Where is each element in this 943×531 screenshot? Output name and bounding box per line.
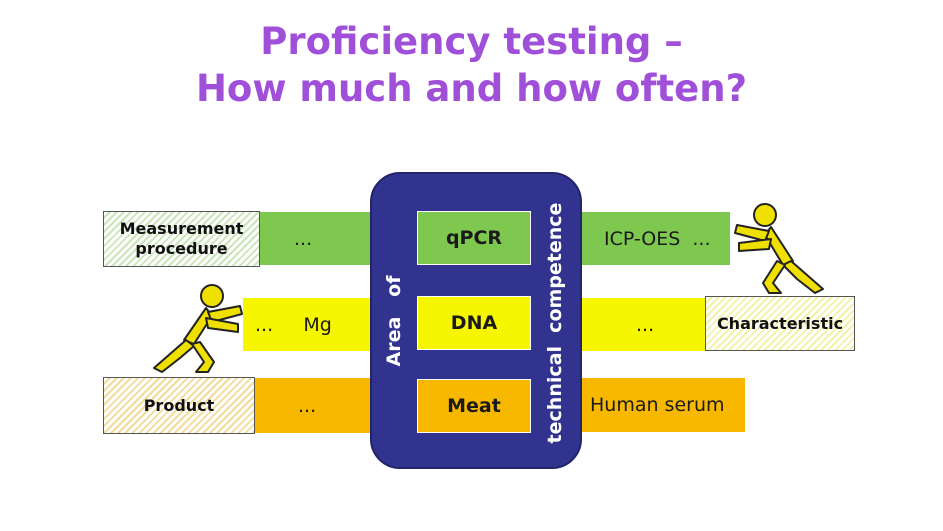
characteristic-bar-left-text: ... Mg <box>255 313 332 336</box>
characteristic-box-label: Characteristic <box>716 313 844 333</box>
pushing-figure-icon <box>734 203 824 294</box>
product-bar-right: Human serum <box>582 378 745 432</box>
measurement-procedure-bar-right-text: ICP-OES ... <box>604 227 711 250</box>
panel-item-dna: DNA <box>417 296 531 350</box>
measurement-procedure-bar-right: ICP-OES ... <box>582 212 730 265</box>
product-box: Product <box>103 377 255 434</box>
measurement-procedure-bar-left-text: ... <box>294 227 313 250</box>
product-box-label: Product <box>143 395 215 415</box>
characteristic-bar-left: ... Mg <box>243 298 370 351</box>
measurement-procedure-box-line-1: Measurement <box>119 219 244 238</box>
slide-title-line-2: How much and how often? <box>195 67 748 110</box>
panel-item-meat: Meat <box>417 379 531 433</box>
panel-item-qpcr: qPCR <box>417 211 531 265</box>
panel-left-vertical-label: Area of <box>383 275 405 367</box>
measurement-procedure-box-line-2: procedure <box>135 239 228 258</box>
slide-title-line-1: Proficiency testing – <box>260 20 683 63</box>
measurement-procedure-box: Measurement procedure <box>103 211 260 267</box>
panel-right-vertical-label: technical competence <box>544 202 566 444</box>
pushing-figure-icon <box>153 284 243 373</box>
characteristic-box: Characteristic <box>705 296 855 351</box>
measurement-procedure-bar-left: ... <box>258 212 370 265</box>
characteristic-bar-right-text: ... <box>636 313 655 336</box>
characteristic-bar-right: ... <box>582 298 708 351</box>
product-bar-right-text: Human serum <box>590 394 725 416</box>
product-bar-left-text: ... <box>298 394 317 417</box>
product-bar-left: ... <box>252 378 370 433</box>
